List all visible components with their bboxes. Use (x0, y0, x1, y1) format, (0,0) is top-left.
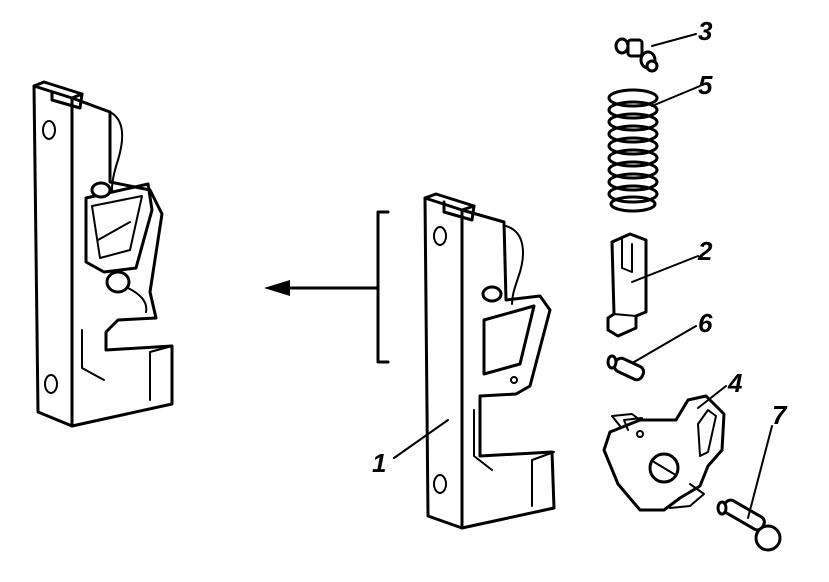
callout-1: 1 (372, 448, 387, 478)
part-7-axle (716, 498, 782, 552)
part-2-plate (606, 232, 648, 338)
callout-3: 3 (698, 16, 713, 46)
assembly-arrow (264, 280, 380, 296)
part-4-lever (602, 394, 726, 512)
grouping-bracket (376, 210, 390, 364)
leader-lines (393, 33, 773, 519)
part-1-frame (423, 192, 556, 530)
callout-7: 7 (772, 400, 787, 430)
callout-5: 5 (698, 70, 713, 100)
part-6-pin (606, 354, 646, 382)
part-5-spring (607, 88, 659, 213)
callout-4: 4 (728, 368, 743, 398)
part-3-stud (614, 37, 659, 73)
callout-2: 2 (698, 236, 713, 266)
callout-6: 6 (698, 308, 713, 338)
assembled-latch (32, 80, 174, 428)
